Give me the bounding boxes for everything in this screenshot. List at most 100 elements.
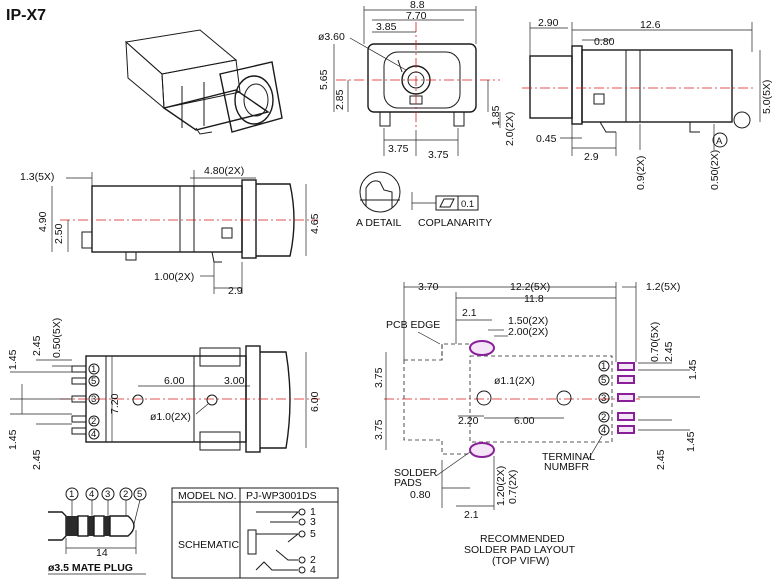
bottom-pin-label: 5	[91, 376, 96, 387]
side-dim-h2: 2.50	[53, 223, 65, 244]
bottom-dim-f: 3.00	[224, 375, 245, 387]
bottom-dim-e: 6.00	[309, 391, 321, 412]
front-dim-h2: 2.85	[334, 89, 346, 110]
layout-dim-b4: 2.1	[464, 509, 479, 521]
right-dim-b2: 2.9	[584, 151, 599, 163]
model-label: MODEL NO.	[178, 490, 237, 502]
front-dim-offset: 3.85	[376, 21, 397, 33]
layout-dim-l2: 3.75	[373, 419, 385, 440]
front-dim-inner: 7.70	[406, 10, 427, 22]
layout-dim-hole: ø1.1(2X)	[494, 375, 535, 387]
detail-a-label: A DETAIL	[356, 217, 401, 229]
front-dim-p1: 3.75	[388, 143, 409, 155]
layout-dim-top1: 3.70	[418, 281, 439, 293]
bottom-dim-g: 6.00	[164, 375, 185, 387]
layout-dim-c2: 6.00	[514, 415, 535, 427]
side-dim-h1: 4.90	[37, 211, 49, 232]
plug-pin-label: 1	[69, 489, 74, 500]
plug-pin-label: 2	[123, 489, 128, 500]
layout-dim-b3: 0.7(2X)	[507, 470, 519, 504]
bottom-dim-b: 0.50(5X)	[51, 318, 63, 358]
front-dim-h4: 2.0(2X)	[504, 112, 516, 146]
layout-pin-label: 1	[601, 361, 606, 372]
bottom-pin-label: 1	[91, 364, 96, 375]
right-dim-b3: 0.9(2X)	[635, 156, 647, 190]
side-dim-top1: 1.3(5X)	[20, 171, 54, 183]
right-dim-step: 0.80	[594, 36, 615, 48]
right-dim-left: 2.90	[538, 17, 559, 29]
front-dim-width: 8.8	[410, 0, 425, 11]
layout-dim-r5: 1.45	[685, 431, 697, 452]
layout-pin-labels: 1 5 3 2 4	[598, 360, 610, 436]
drawing-title: IP-X7	[6, 7, 46, 24]
layout-dim-b2: 1.20(2X)	[495, 466, 507, 506]
side-dim-top2: 4.80(2X)	[204, 165, 244, 177]
front-dim-h1: 5.65	[318, 69, 330, 90]
mate-plug: 1 4 3 2 5 1 4 ø3.5 MATE PLUG	[48, 487, 147, 575]
layout-dim-top5: 2.1	[462, 307, 477, 319]
layout-caption-1: RECOMMENDED	[480, 533, 565, 545]
bottom-view: 1 5 3 2 4 2.45 0.50(5X) 1.45 1.45 2.45 7…	[7, 318, 321, 470]
side-view: 1.3(5X) 4.80(2X) 4.90 2.50 4.65 1.00(2X)…	[20, 165, 321, 297]
side-dim-b1: 1.00(2X)	[154, 271, 194, 283]
right-dim-height: 5.0(5X)	[761, 80, 773, 114]
bottom-pin-label: 3	[91, 394, 96, 405]
schematic-pins: 1 3 5 2 4	[298, 506, 316, 576]
coplanarity-label: COPLANARITY	[418, 217, 492, 229]
bottom-dim-h: 1.45	[7, 429, 19, 450]
layout-caption-3: (TOP VIFW)	[492, 555, 549, 567]
schematic-pin-label: 4	[310, 564, 316, 576]
layout-dim-l1: 3.75	[373, 367, 385, 388]
plug-pin-label: 5	[137, 489, 142, 500]
layout-dim-b1: 0.80	[410, 489, 431, 501]
side-dim-b2: 2.9	[228, 285, 243, 297]
layout-terminal-label-1: TERMINAL	[542, 451, 595, 463]
bottom-pin-label: 4	[91, 429, 96, 440]
right-dim-len: 12.6	[640, 19, 661, 31]
layout-dim-top3: 11.8	[524, 293, 544, 305]
front-dim-p2: 3.75	[428, 149, 449, 161]
bottom-dim-i: 2.45	[31, 449, 43, 470]
plug-pin-labels: 1 4 3 2 5	[65, 487, 147, 501]
layout-dim-r4: 2.45	[655, 449, 667, 470]
layout-dim-r2: 2.45	[663, 341, 675, 362]
layout-dim-top6: 1.50(2X)	[508, 315, 548, 327]
layout-dim-top2: 12.2(5X)	[510, 281, 550, 293]
schematic-label: SCHEMATIC	[178, 539, 239, 551]
bottom-dim-hole: ø1.0(2X)	[150, 411, 191, 423]
detail-a: A DETAIL 0.1 COPLANARITY	[356, 171, 492, 229]
plug-pin-label: 3	[105, 489, 110, 500]
bottom-pin-label: 2	[91, 416, 96, 427]
layout-pcb-edge: PCB EDGE	[386, 319, 440, 331]
layout-dim-top4: 1.2(5X)	[646, 281, 680, 293]
schematic-pin-label: 2	[310, 554, 316, 566]
plug-caption: ø3.5 MATE PLUG	[48, 562, 133, 574]
front-view: 8.8 7.70 3.85 ø3.60 5.65 2.85 1.85 2.0(2…	[318, 0, 516, 161]
schematic-pin-label: 3	[310, 516, 316, 528]
isometric-view	[124, 29, 283, 135]
right-detail-ref: A	[716, 136, 723, 147]
bottom-pin-labels: 1 5 3 2 4	[88, 363, 100, 440]
model-value: PJ-WP3001DS	[246, 490, 317, 502]
schematic-pin-label: 5	[310, 528, 316, 540]
right-side-view: A 2.90 12.6 0.80 5.0(5X) 0.45 2.9 0.9(2X…	[522, 17, 773, 190]
schematic-pin-label: 1	[310, 506, 316, 518]
layout-pin-label: 5	[601, 375, 606, 386]
plug-pin-label: 4	[89, 489, 94, 500]
front-dim-h3: 1.85	[490, 105, 502, 126]
bottom-dim-d: 7.20	[109, 393, 121, 414]
bottom-dim-a: 2.45	[31, 335, 43, 356]
layout-caption-2: SOLDER PAD LAYOUT	[464, 544, 576, 556]
layout-dim-r1: 0.70(5X)	[649, 322, 661, 362]
right-dim-b4: 0.50(2X)	[709, 150, 721, 190]
schematic-table: MODEL NO. PJ-WP3001DS SCHEMATIC 1 3 5 2 …	[171, 487, 339, 579]
solder-pad-layout: 1 5 3 2 4 3.70 12.2(5X) 11.8 1.2(5X) 2.1…	[373, 281, 700, 567]
layout-dim-top7: 2.00(2X)	[508, 326, 548, 338]
right-dim-b1: 0.45	[536, 133, 557, 145]
layout-dim-c1: 2.20	[458, 415, 479, 427]
layout-solder-label-2: PADS	[394, 477, 422, 489]
layout-pin-label: 4	[601, 425, 606, 436]
layout-dim-r3: 1.45	[687, 359, 699, 380]
side-dim-h3: 4.65	[309, 213, 321, 234]
coplanarity-tolerance: 0.1	[461, 199, 474, 210]
